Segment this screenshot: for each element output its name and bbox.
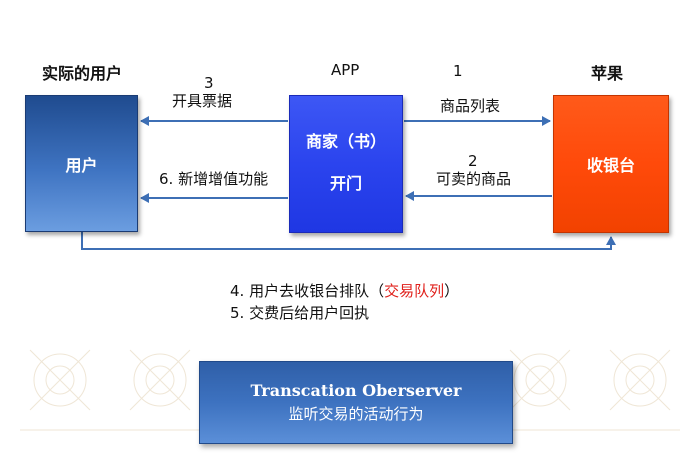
merchant-box-label: 商家（书） bbox=[305, 132, 386, 151]
note-step4-prefix: 4. 用户去收银台排队（ bbox=[230, 282, 385, 300]
step2-label: 可卖的商品 bbox=[436, 170, 512, 188]
process-notes: 4. 用户去收银台排队（交易队列） 5. 交费后给用户回执 bbox=[230, 280, 459, 324]
note-step4: 4. 用户去收银台排队（交易队列） bbox=[230, 280, 459, 302]
step1-number: 1 bbox=[453, 62, 463, 80]
background-pattern bbox=[20, 349, 680, 431]
merchant-box-sublabel: 开门 bbox=[329, 174, 362, 193]
note-step4-highlight: 交易队列 bbox=[384, 282, 445, 300]
user-box-label: 用户 bbox=[65, 155, 98, 175]
cashier-box: 收银台 bbox=[553, 95, 669, 233]
observer-title: Transcation Oberserver bbox=[250, 381, 462, 400]
cashier-box-label: 收银台 bbox=[586, 156, 635, 175]
user-box: 用户 bbox=[25, 95, 138, 232]
step3-label: 开具票据 bbox=[172, 92, 233, 110]
observer-subtitle: 监听交易的活动行为 bbox=[288, 405, 424, 423]
step2-number: 2 bbox=[468, 152, 478, 170]
transaction-observer-box: Transcation Oberserver 监听交易的活动行为 bbox=[199, 361, 513, 444]
step3-number: 3 bbox=[204, 74, 214, 92]
header-app: APP bbox=[331, 61, 360, 79]
merchant-box: 商家（书） 开门 bbox=[289, 95, 403, 233]
step1-label: 商品列表 bbox=[440, 97, 501, 115]
step6-label: 6. 新增增值功能 bbox=[159, 170, 269, 188]
note-step5: 5. 交费后给用户回执 bbox=[230, 304, 370, 322]
header-apple: 苹果 bbox=[591, 64, 624, 83]
arrow-user-to-cashier bbox=[81, 232, 616, 250]
note-step4-suffix: ） bbox=[444, 282, 460, 300]
header-real-user: 实际的用户 bbox=[42, 64, 123, 83]
